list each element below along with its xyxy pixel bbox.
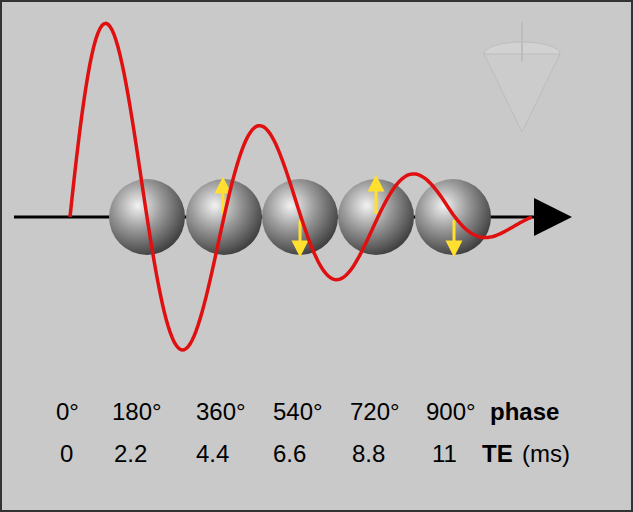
phase-label: 180° xyxy=(112,398,162,426)
echo-time-label: 8.8 xyxy=(352,440,385,468)
phase-label: 900° xyxy=(426,398,476,426)
phase-label: 360° xyxy=(196,398,246,426)
phase-label: 720° xyxy=(350,398,400,426)
echo-time-label: TE xyxy=(482,440,513,468)
echo-time-label: 11 xyxy=(432,440,457,468)
echo-time-label: (ms) xyxy=(522,440,570,468)
echo-time-label: 0 xyxy=(60,440,73,468)
phase-label: phase xyxy=(490,398,559,426)
axis-arrowhead xyxy=(534,198,572,236)
phase-label: 0° xyxy=(56,398,79,426)
spin-arrows xyxy=(217,178,460,254)
echo-time-label: 4.4 xyxy=(196,440,229,468)
echo-time-label: 6.6 xyxy=(273,440,306,468)
phase-label: 540° xyxy=(273,398,323,426)
watermark-cone xyxy=(484,22,560,132)
signal-wave xyxy=(70,23,532,350)
echo-time-label: 2.2 xyxy=(114,440,147,468)
